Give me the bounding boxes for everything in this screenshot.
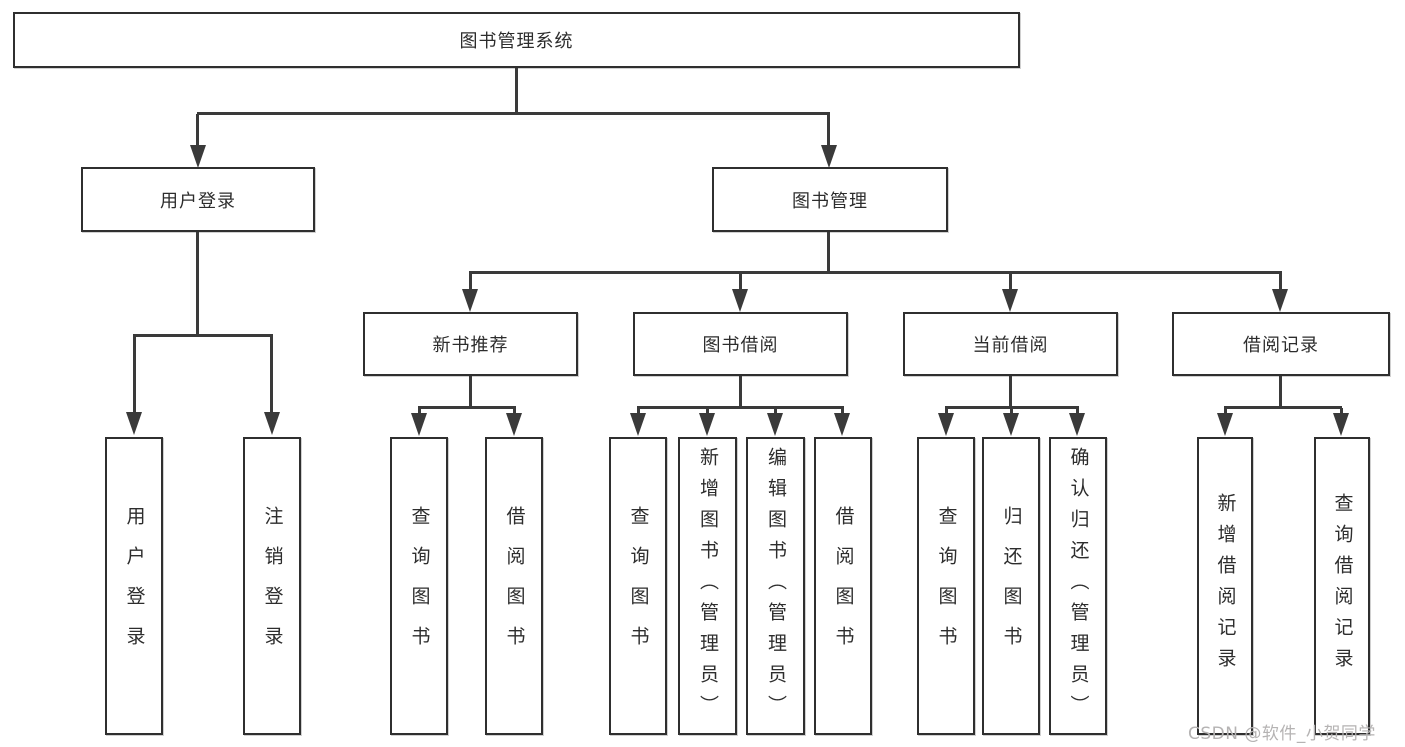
arrow-down-icon (506, 413, 522, 436)
connector-line (270, 336, 273, 413)
arrow-down-icon (1002, 289, 1018, 312)
arrow-down-icon (1217, 413, 1233, 436)
arrow-down-icon (732, 289, 748, 312)
connector-line (197, 112, 830, 115)
connector-line (1010, 408, 1013, 415)
connector-line (1224, 406, 1342, 409)
arrow-down-icon (938, 413, 954, 436)
watermark: CSDN @软件_小贺同学 (1188, 724, 1376, 744)
connector-line (513, 408, 516, 415)
arrow-down-icon (699, 413, 715, 436)
leaf-recommend-query-books: 查询图书 (390, 437, 448, 735)
connector-line (637, 408, 640, 415)
leaf-records-add-record: 新增借阅记录 (1197, 437, 1253, 735)
connector-line (196, 114, 199, 146)
connector-line (945, 408, 948, 415)
connector-line (196, 232, 199, 337)
connector-line (841, 408, 844, 415)
leaf-records-query-record: 查询借阅记录 (1314, 437, 1370, 735)
arrow-down-icon (411, 413, 427, 436)
connector-line (739, 273, 742, 290)
connector-line (133, 334, 273, 337)
connector-line (1076, 408, 1079, 415)
leaf-current-query-books: 查询图书 (917, 437, 975, 735)
node-root: 图书管理系统 (13, 12, 1020, 68)
connector-line (1009, 273, 1012, 290)
arrow-down-icon (767, 413, 783, 436)
connector-line (469, 271, 1282, 274)
node-book-borrow: 图书借阅 (633, 312, 848, 376)
node-user-login: 用户登录 (81, 167, 315, 232)
arrow-down-icon (821, 145, 837, 168)
connector-line (1279, 376, 1282, 408)
leaf-borrow-query-books: 查询图书 (609, 437, 667, 735)
connector-line (827, 114, 830, 146)
node-new-book-recommend: 新书推荐 (363, 312, 578, 376)
arrow-down-icon (834, 413, 850, 436)
leaf-logout: 注销登录 (243, 437, 301, 735)
arrow-down-icon (1333, 413, 1349, 436)
arrow-down-icon (462, 289, 478, 312)
connector-line (706, 408, 709, 415)
arrow-down-icon (126, 412, 142, 435)
connector-line (515, 68, 518, 114)
connector-line (945, 406, 1079, 409)
connector-line (418, 406, 516, 409)
arrow-down-icon (630, 413, 646, 436)
connector-line (133, 336, 136, 413)
connector-line (1009, 376, 1012, 408)
leaf-recommend-borrow-books: 借阅图书 (485, 437, 543, 735)
connector-line (469, 273, 472, 290)
connector-line (1340, 408, 1343, 415)
arrow-down-icon (264, 412, 280, 435)
connector-line (827, 232, 830, 273)
arrow-down-icon (1003, 413, 1019, 436)
connector-line (1224, 408, 1227, 415)
node-book-management: 图书管理 (712, 167, 948, 232)
leaf-borrow-borrow-books: 借阅图书 (814, 437, 872, 735)
arrow-down-icon (190, 145, 206, 168)
connector-line (1279, 273, 1282, 290)
leaf-current-return-books: 归还图书 (982, 437, 1040, 735)
connector-line (774, 408, 777, 415)
connector-line (637, 406, 844, 409)
connector-line (418, 408, 421, 415)
arrow-down-icon (1069, 413, 1085, 436)
arrow-down-icon (1272, 289, 1288, 312)
node-borrow-records: 借阅记录 (1172, 312, 1390, 376)
leaf-current-confirm-return-admin: 确认归还（管理员） (1049, 437, 1107, 735)
leaf-borrow-edit-books-admin: 编辑图书（管理员） (746, 437, 805, 735)
leaf-user-login: 用户登录 (105, 437, 163, 735)
leaf-borrow-add-books-admin: 新增图书（管理员） (678, 437, 737, 735)
node-current-borrow: 当前借阅 (903, 312, 1118, 376)
connector-line (469, 376, 472, 408)
connector-line (739, 376, 742, 408)
